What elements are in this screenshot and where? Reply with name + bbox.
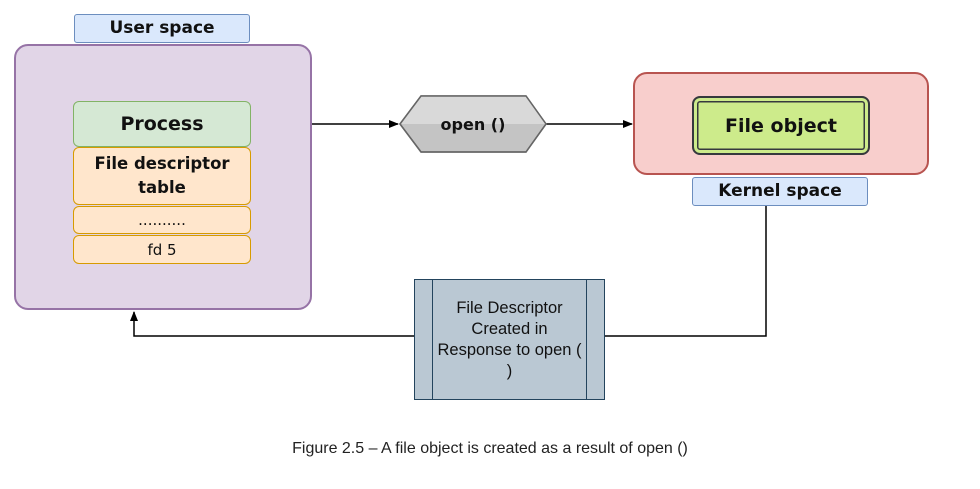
fd-created-right-bar (586, 280, 587, 399)
fd-created-left-bar (432, 280, 433, 399)
open-call-label: open () (441, 115, 506, 134)
arrow-fd-created-to-user-space (130, 311, 414, 337)
fd-table-entry-fd5: fd 5 (73, 235, 251, 264)
fd-table-title: File descriptor table (73, 147, 251, 205)
user-space-label: User space (74, 14, 250, 43)
open-call-node: open () (399, 95, 547, 153)
fd-table-ellipsis-row: .......... (73, 206, 251, 234)
figure-caption: Figure 2.5 – A file object is created as… (292, 440, 688, 457)
fd-created-label: File Descriptor Created in Response to o… (437, 298, 582, 380)
line-kernel-to-fd-created (605, 205, 767, 337)
fd-created-process-box: File Descriptor Created in Response to o… (414, 279, 605, 400)
file-object-box: File object (692, 96, 870, 155)
kernel-space-label: Kernel space (692, 177, 868, 206)
process-box: Process (73, 101, 251, 147)
